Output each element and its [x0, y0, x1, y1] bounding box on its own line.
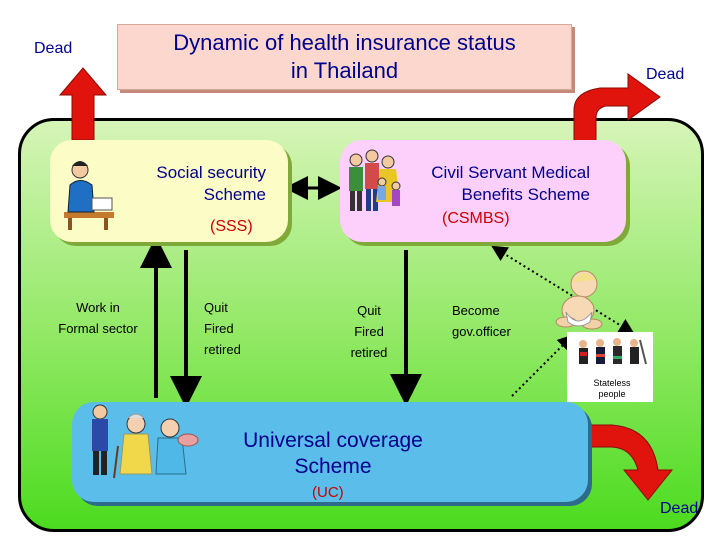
- sss-title: Social security Scheme: [156, 163, 266, 204]
- dead-arrow-left: [58, 67, 108, 141]
- become-gov-label: Become gov.officer: [452, 303, 511, 339]
- title-box: Dynamic of health insurance status in Th…: [117, 24, 572, 90]
- dead-label-bottom: Dead: [660, 500, 699, 517]
- dead-arrow-bottom: [584, 424, 674, 501]
- csmbs-quit-label: Quit Fired retired: [350, 303, 388, 360]
- sss-abbr: (SSS): [210, 218, 253, 235]
- csmbs-abbr: (CSMBS): [442, 210, 510, 227]
- uc-abbr: (UC): [312, 484, 344, 501]
- uc-title: Universal coverage Scheme: [243, 429, 423, 478]
- sss-quit-label: Quit Fired retired: [204, 300, 241, 357]
- dead-arrow-right: [573, 73, 661, 143]
- uc-to-csmbs-dotted-arrow: [511, 334, 574, 397]
- dead-label-right: Dead: [646, 66, 685, 83]
- dead-label-left: Dead: [34, 40, 73, 57]
- work-formal-label: Work in Formal sector: [58, 300, 138, 336]
- page-title: Dynamic of health insurance status in Th…: [173, 30, 516, 83]
- csmbs-title: Civil Servant Medical Benefits Scheme: [431, 163, 590, 204]
- csmbs-to-stateless-dotted-arrow: [491, 245, 635, 335]
- stateless-label: Stateless people: [593, 378, 631, 399]
